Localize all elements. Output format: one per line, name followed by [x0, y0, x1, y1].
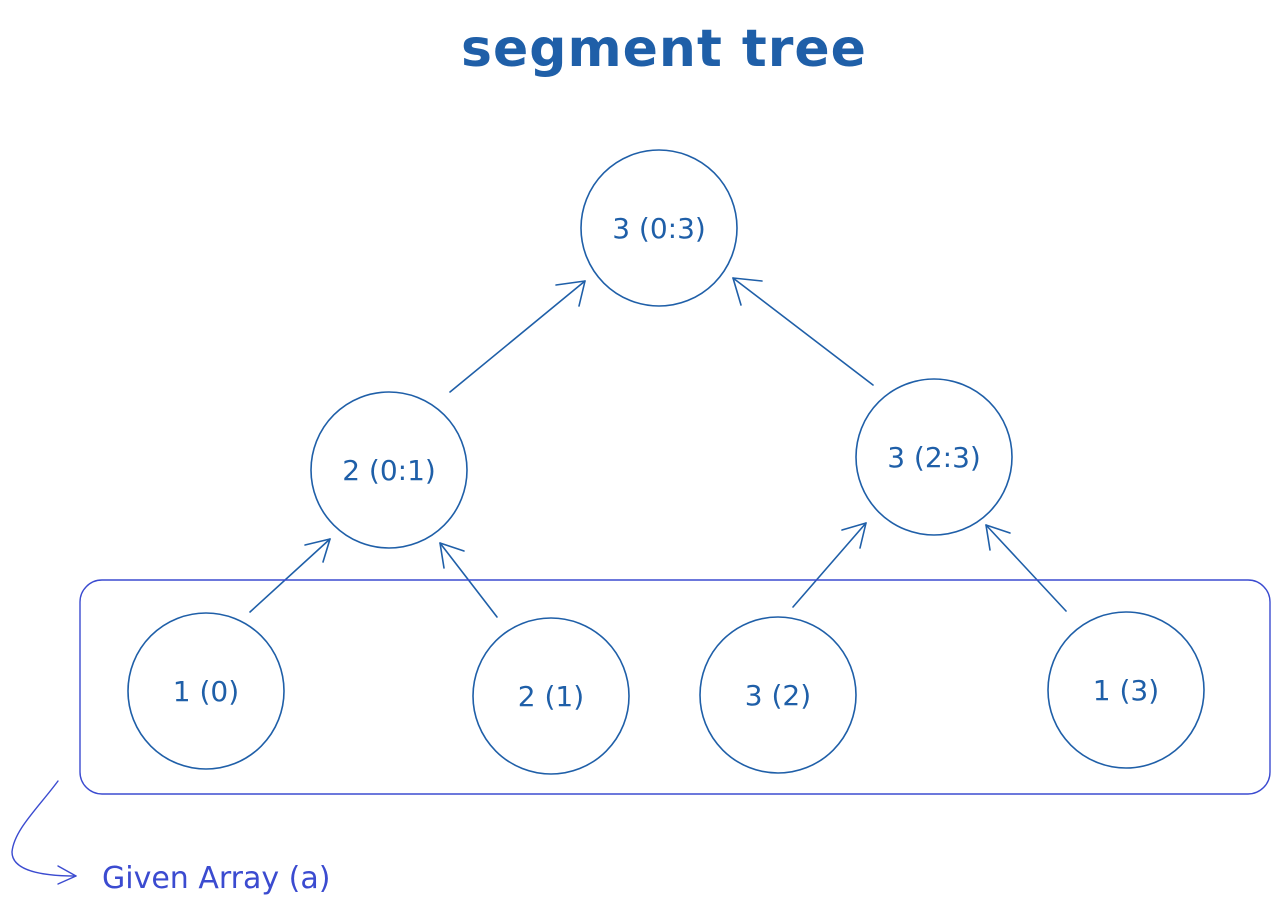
- diagram-title: segment tree: [461, 19, 867, 79]
- node-label: 3 (0:3): [612, 212, 706, 245]
- array-node-leaf3: 1 (3): [1047, 611, 1205, 769]
- node-circle: [1047, 611, 1205, 769]
- node-label: 3 (2:3): [887, 441, 981, 474]
- edge-leaf3-to-right: [985, 524, 1067, 612]
- node-circle: [127, 612, 285, 770]
- tree-node-left: 2 (0:1): [310, 391, 468, 549]
- edge-left-to-root: [449, 280, 586, 393]
- node-label: 2 (0:1): [342, 454, 436, 487]
- node-label: 2 (1): [518, 680, 584, 713]
- node-label: 3 (2): [745, 679, 811, 712]
- edge-leaf2-to-right: [792, 522, 867, 608]
- node-circle: [310, 391, 468, 549]
- array-node-leaf1: 2 (1): [472, 617, 630, 775]
- tree-node-right: 3 (2:3): [855, 378, 1013, 536]
- callout-arrowhead: [57, 865, 77, 885]
- given-array-callout: Given Array (a): [11, 780, 330, 896]
- given-array-box: [79, 579, 1271, 795]
- array-node-leaf0: 1 (0): [127, 612, 285, 770]
- given-array-label: Given Array (a): [102, 861, 330, 896]
- array-node-leaf2: 3 (2): [699, 616, 857, 774]
- node-circle: [580, 149, 738, 307]
- node-circle: [855, 378, 1013, 536]
- edge-right-to-root: [732, 277, 874, 386]
- callout-arrow: [11, 780, 77, 877]
- node-label: 1 (0): [173, 675, 239, 708]
- tree-node-root: 3 (0:3): [580, 149, 738, 307]
- node-circle: [699, 616, 857, 774]
- node-circle: [472, 617, 630, 775]
- edge-leaf0-to-left: [249, 538, 331, 613]
- node-label: 1 (3): [1093, 674, 1159, 707]
